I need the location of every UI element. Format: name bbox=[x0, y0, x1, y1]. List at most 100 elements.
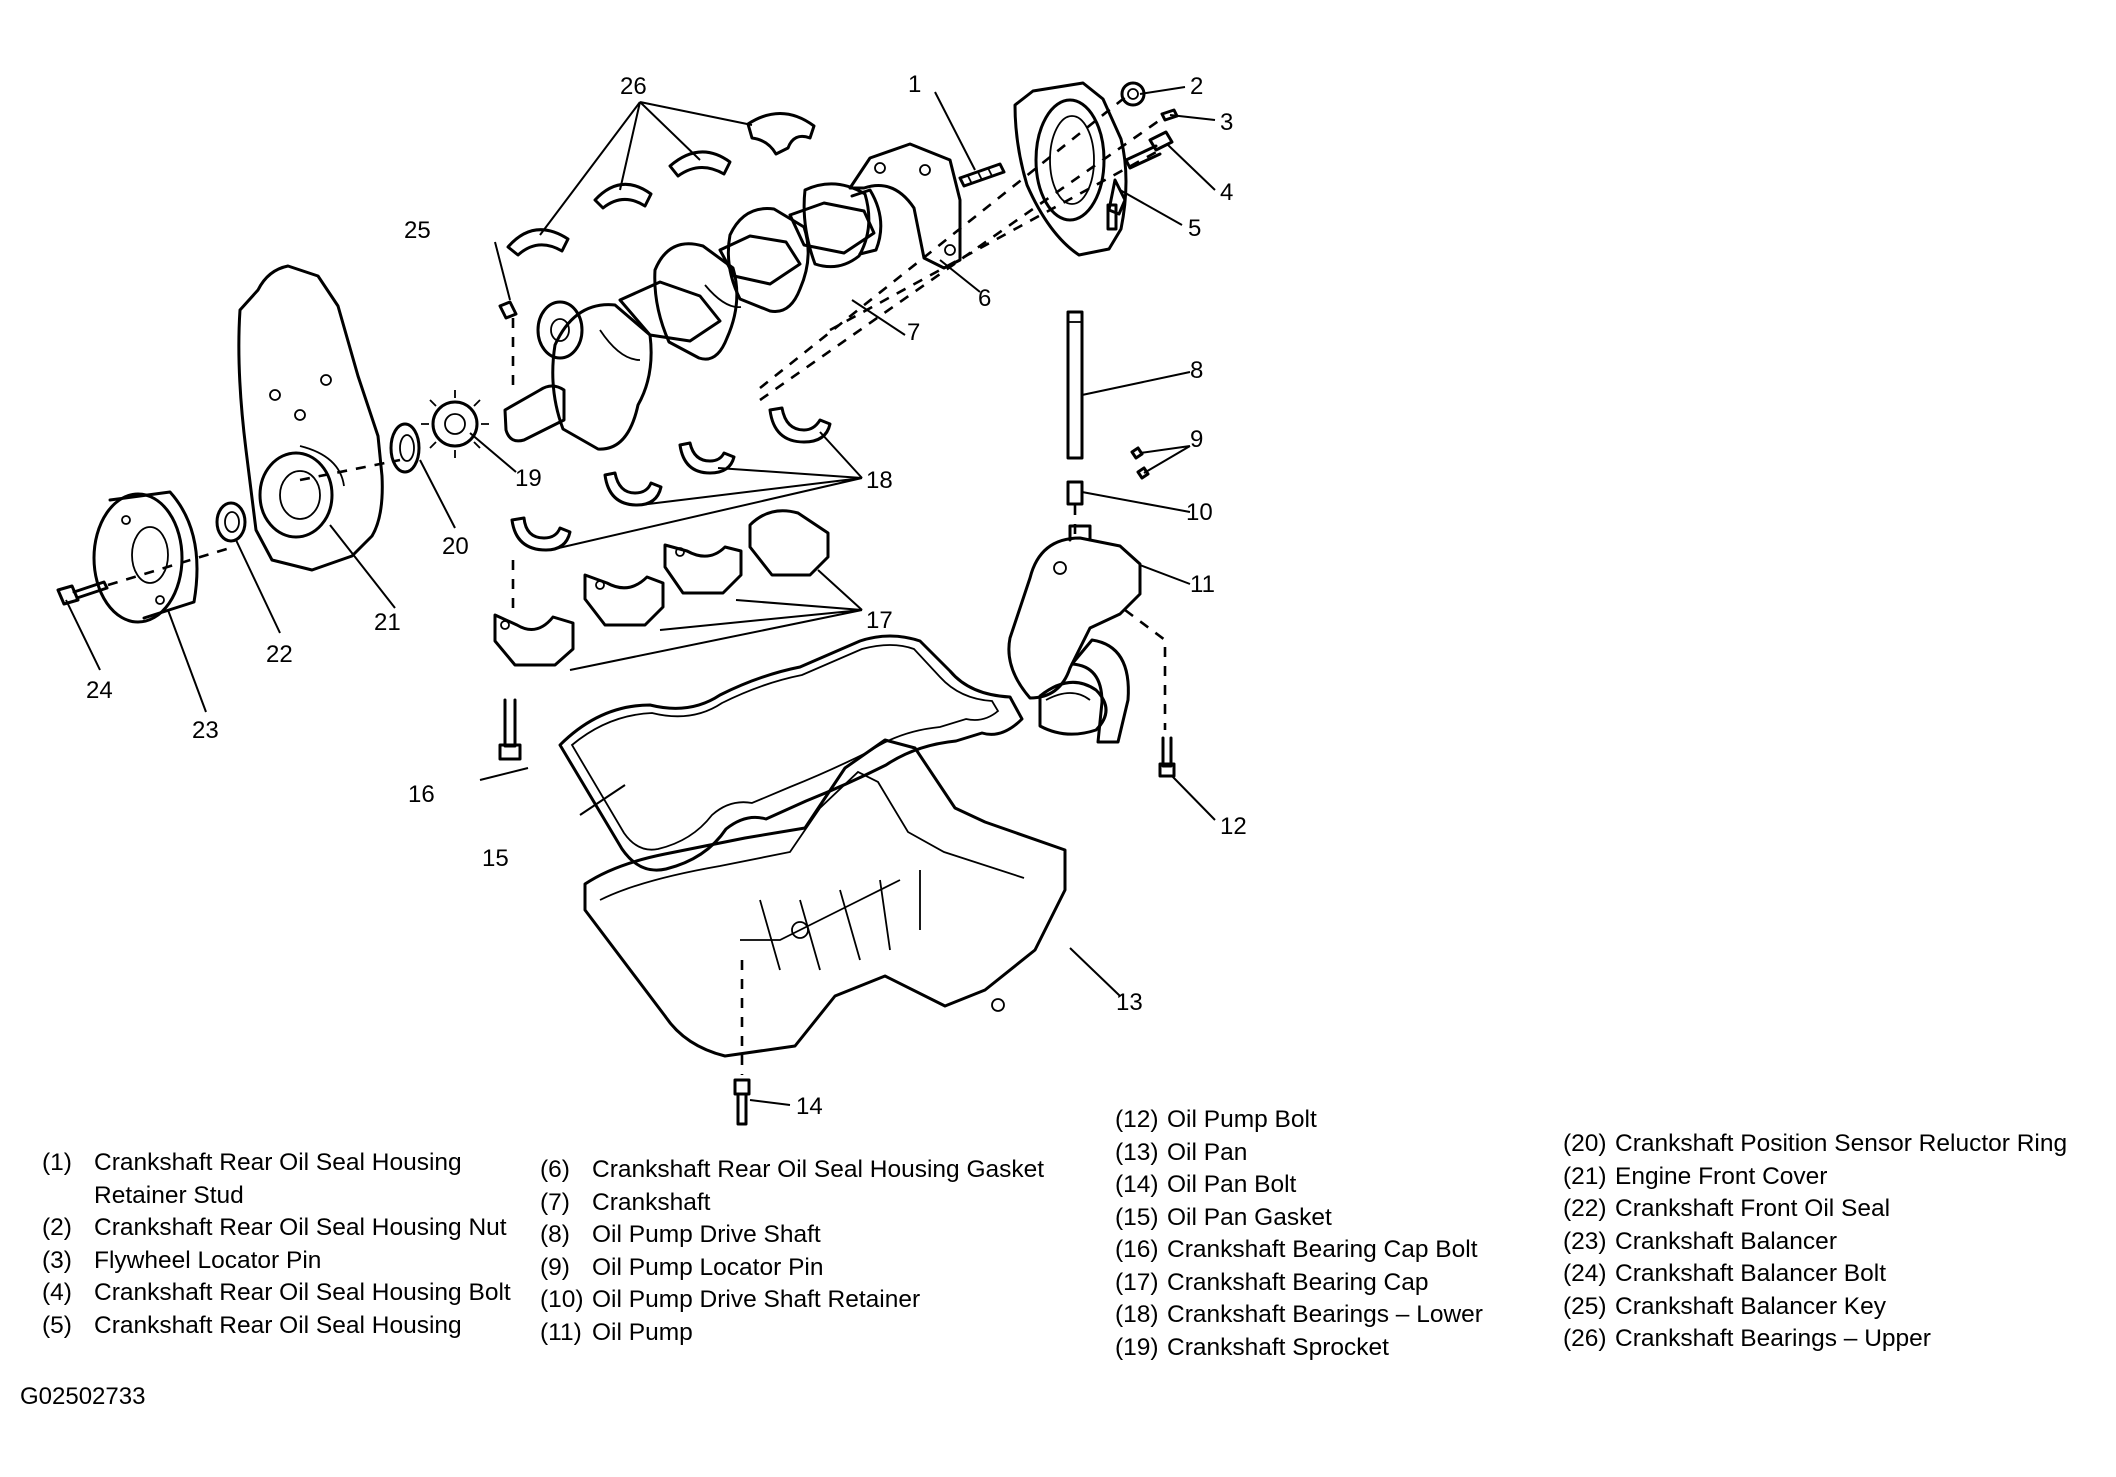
rear-seal-housing-gasket bbox=[848, 142, 962, 270]
legend-item: (22) Crankshaft Front Oil Seal bbox=[1563, 1193, 2067, 1226]
oil-pan-bolt bbox=[733, 1078, 751, 1126]
legend-item: (4) Crankshaft Rear Oil Seal Housing Bolt bbox=[42, 1277, 511, 1310]
callout-7: 7 bbox=[907, 319, 920, 346]
legend-label: Crankshaft bbox=[592, 1188, 711, 1216]
legend-item: (11)Oil Pump bbox=[540, 1317, 1044, 1350]
legend-number: (12) bbox=[1115, 1106, 1159, 1133]
callout-1: 1 bbox=[908, 71, 921, 98]
drive-shaft-retainer bbox=[1066, 480, 1084, 506]
oil-pump bbox=[1007, 524, 1142, 744]
legend-column-4: (20) Crankshaft Position Sensor Reluctor … bbox=[1563, 1128, 2067, 1356]
legend-number: (6) bbox=[540, 1156, 570, 1183]
legend-item: (13) Oil Pan bbox=[1115, 1137, 1483, 1170]
crankshaft bbox=[503, 182, 883, 451]
legend-item: (25) Crankshaft Balancer Key bbox=[1563, 1291, 2067, 1324]
legend-number: (23) bbox=[1563, 1227, 1607, 1255]
legend-number: (5) bbox=[42, 1311, 72, 1339]
callout-22: 22 bbox=[266, 641, 293, 668]
legend-number: (17) bbox=[1115, 1268, 1159, 1296]
legend-item: (21) Engine Front Cover bbox=[1563, 1161, 2067, 1194]
bearing-caps bbox=[493, 509, 830, 667]
legend-label: Crankshaft Bearings – Upper bbox=[1615, 1325, 1931, 1352]
legend-column-3: (12) Oil Pump Bolt (13) Oil Pan (14) Oil Pa… bbox=[1115, 1104, 1483, 1364]
legend-number: (2) bbox=[42, 1214, 72, 1241]
callout-4: 4 bbox=[1220, 179, 1233, 206]
crankshaft-balancer bbox=[92, 490, 199, 624]
oil-pan-gasket bbox=[558, 634, 1024, 872]
legend-number: (4) bbox=[42, 1279, 72, 1306]
callout-11: 11 bbox=[1190, 571, 1215, 598]
legend-number: (22) bbox=[1563, 1195, 1607, 1222]
oil-pump-drive-shaft bbox=[1066, 310, 1084, 460]
legend-label: Oil Pan Gasket bbox=[1167, 1203, 1332, 1231]
balancer-key bbox=[498, 300, 518, 320]
legend-label: Oil Pump Locator Pin bbox=[592, 1253, 824, 1281]
rear-seal-housing bbox=[1013, 81, 1128, 257]
legend-number: (15) bbox=[1115, 1203, 1159, 1231]
legend-label: Oil Pump Drive Shaft bbox=[592, 1221, 821, 1248]
lower-bearing-shells bbox=[510, 406, 832, 552]
legend-number: (13) bbox=[1115, 1138, 1159, 1166]
legend-label: Oil Pump bbox=[592, 1318, 693, 1346]
callout-3: 3 bbox=[1220, 109, 1233, 136]
legend-number: (20) bbox=[1563, 1130, 1607, 1157]
legend-label: Crankshaft Bearing Cap Bolt bbox=[1167, 1236, 1478, 1263]
balancer-bolt bbox=[56, 580, 109, 606]
legend-number: (16) bbox=[1115, 1236, 1159, 1263]
callout-26: 26 bbox=[620, 73, 647, 100]
callout-10: 10 bbox=[1186, 499, 1213, 526]
legend-item: (16) Crankshaft Bearing Cap Bolt bbox=[1115, 1234, 1483, 1267]
legend-label: Crankshaft Rear Oil Seal Housing Retaine… bbox=[94, 1149, 462, 1209]
oil-pump-locator-pins bbox=[1130, 446, 1150, 480]
legend-item: (1)Crankshaft Rear Oil Seal Housing Reta… bbox=[42, 1147, 511, 1212]
callout-25: 25 bbox=[404, 217, 431, 244]
callout-12: 12 bbox=[1220, 813, 1247, 840]
housing-bolt bbox=[1124, 130, 1174, 170]
legend-label: Oil Pump Drive Shaft Retainer bbox=[592, 1286, 921, 1313]
callout-8: 8 bbox=[1190, 357, 1203, 384]
callout-6: 6 bbox=[978, 285, 991, 312]
legend-label: Crankshaft Balancer bbox=[1615, 1227, 1837, 1255]
upper-bearing-shells bbox=[506, 112, 816, 257]
legend-label: Crankshaft Front Oil Seal bbox=[1615, 1195, 1891, 1222]
legend-label: Crankshaft Bearings – Lower bbox=[1167, 1301, 1483, 1328]
legend-item: (3)Flywheel Locator Pin bbox=[42, 1245, 511, 1278]
oil-pan bbox=[583, 738, 1067, 1058]
legend-label: Crankshaft Position Sensor Reluctor Ring bbox=[1615, 1130, 2068, 1157]
legend-item: (12) Oil Pump Bolt bbox=[1115, 1104, 1483, 1137]
legend-number: (7) bbox=[540, 1188, 570, 1216]
legend-label: Crankshaft Rear Oil Seal Housing Gasket bbox=[592, 1156, 1045, 1183]
legend-item: (5)Crankshaft Rear Oil Seal Housing bbox=[42, 1310, 511, 1343]
legend-number: (14) bbox=[1115, 1171, 1159, 1198]
callout-numbers: 1 2 3 4 5 6 7 8 9 10 11 12 13 14 15 16 1… bbox=[86, 71, 1247, 1120]
legend-column-1: (1)Crankshaft Rear Oil Seal Housing Reta… bbox=[42, 1147, 511, 1342]
legend-item: (20) Crankshaft Position Sensor Reluctor … bbox=[1563, 1128, 2067, 1161]
callout-5: 5 bbox=[1188, 215, 1201, 242]
legend-column-2: (6) Crankshaft Rear Oil Seal Housing Gask… bbox=[540, 1154, 1044, 1349]
legend-label: Crankshaft Balancer Key bbox=[1615, 1292, 1886, 1320]
legend-number: (25) bbox=[1563, 1292, 1607, 1320]
legend-label: Oil Pan Bolt bbox=[1167, 1171, 1297, 1198]
legend-item: (14) Oil Pan Bolt bbox=[1115, 1169, 1483, 1202]
legend-item: (15) Oil Pan Gasket bbox=[1115, 1202, 1483, 1235]
callout-20: 20 bbox=[442, 533, 469, 560]
crankshaft-sprocket bbox=[421, 390, 489, 458]
callout-13: 13 bbox=[1116, 989, 1143, 1016]
oil-pump-bolt bbox=[1158, 736, 1176, 778]
legend-label: Oil Pan bbox=[1167, 1138, 1248, 1166]
legend-number: (18) bbox=[1115, 1301, 1159, 1328]
legend-item: (17)Crankshaft Bearing Cap bbox=[1115, 1267, 1483, 1300]
legend-label: Flywheel Locator Pin bbox=[94, 1246, 322, 1274]
legend-label: Crankshaft Balancer Bolt bbox=[1615, 1260, 1886, 1287]
legend-number: (10) bbox=[540, 1286, 584, 1313]
reluctor-ring bbox=[389, 422, 421, 474]
legend-number: (21) bbox=[1563, 1162, 1607, 1190]
legend-label: Engine Front Cover bbox=[1615, 1162, 1828, 1190]
legend-item: (23) Crankshaft Balancer bbox=[1563, 1226, 2067, 1259]
legend-label: Crankshaft Rear Oil Seal Housing Bolt bbox=[94, 1279, 511, 1306]
legend-label: Oil Pump Bolt bbox=[1167, 1106, 1317, 1133]
legend-number: (8) bbox=[540, 1221, 570, 1248]
legend-item: (24)Crankshaft Balancer Bolt bbox=[1563, 1258, 2067, 1291]
front-oil-seal bbox=[215, 501, 247, 543]
